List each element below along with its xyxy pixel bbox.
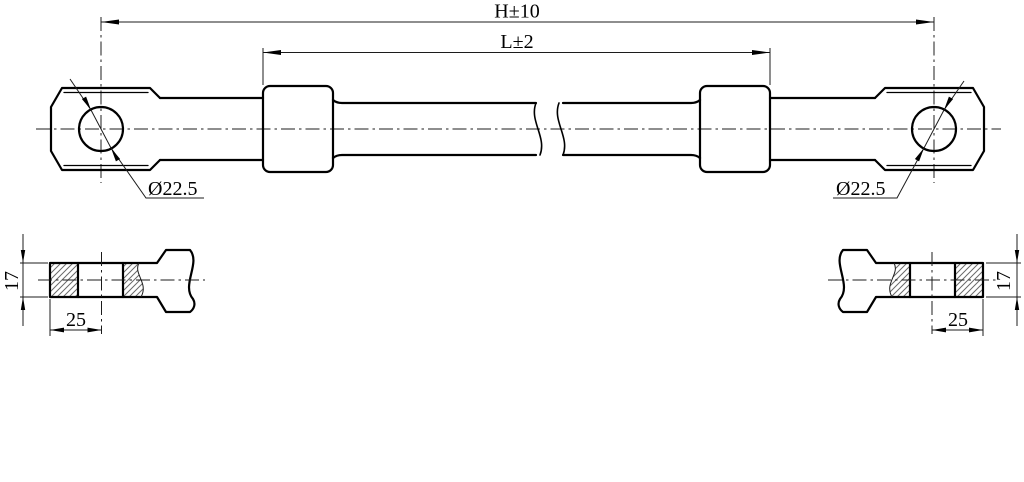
rod-break (533, 102, 566, 156)
left-rod (158, 96, 265, 162)
arrowhead-right (87, 327, 102, 333)
section-outline (48, 248, 196, 314)
arrowhead-bottom (20, 297, 26, 310)
section-outline (837, 248, 985, 314)
dim-label-thickness-right: 17 (993, 271, 1015, 291)
arrowhead-right (752, 50, 770, 55)
arrowhead-upper (81, 96, 91, 110)
dimension-thickness-left: 17 (1, 234, 48, 326)
arrowhead-left (50, 327, 64, 333)
left-eye-outline (49, 86, 162, 172)
arrowhead-lower (111, 148, 121, 162)
dim-label-thickness-left: 17 (1, 271, 23, 291)
diameter-line (923, 109, 945, 149)
arrowhead-top (20, 250, 26, 263)
break-line-right (556, 102, 566, 156)
left-eye (49, 86, 162, 172)
arrowhead-lower (914, 148, 924, 162)
hatch-break-line (137, 262, 144, 298)
arrowhead-top (1014, 250, 1020, 263)
dimension-overall-length: H±10 (101, 1, 934, 25)
right-eye-outline (873, 86, 986, 172)
leader-tail-lower (110, 147, 204, 199)
hatch-area-inner (123, 263, 144, 297)
left-eye-hole (77, 105, 125, 153)
dim-label-offset-right: 25 (948, 309, 968, 331)
arrowhead-bottom (1014, 297, 1020, 310)
arrowhead-right (969, 327, 983, 333)
dimension-thickness-right: 17 (986, 234, 1021, 326)
section-view-left: 17 25 (1, 234, 205, 336)
arrowhead-right (916, 19, 934, 25)
left-collar (261, 84, 335, 174)
callout-diameter-left: Ø22.5 (69, 78, 204, 200)
dim-label-hole-diameter-left: Ø22.5 (148, 178, 197, 200)
arrowhead-upper (944, 96, 954, 110)
right-eye (873, 86, 986, 172)
arrowhead-left (101, 19, 119, 25)
main-view (36, 17, 1001, 183)
diameter-line (90, 109, 112, 149)
hatch-area-inner (889, 263, 910, 297)
dim-label-offset-left: 25 (66, 309, 86, 331)
dim-label-inner-length: L±2 (500, 31, 533, 53)
break-line-left (533, 102, 543, 156)
dimension-inner-length: L±2 (262, 31, 771, 85)
right-collar (698, 84, 772, 174)
callout-diameter-right: Ø22.5 (833, 80, 965, 200)
hatch-break-line (889, 262, 896, 298)
dim-label-hole-diameter-right: Ø22.5 (836, 178, 885, 200)
dimension-offset-left: 25 (49, 299, 102, 336)
right-rod (768, 96, 877, 162)
right-eye-hole (910, 105, 958, 153)
dimension-offset-right: 25 (932, 299, 984, 336)
section-view-right: 17 25 (828, 234, 1021, 336)
dim-label-overall-length: H±10 (494, 1, 539, 23)
arrowhead-left (932, 327, 946, 333)
arrowhead-left (263, 50, 281, 55)
leader-tail-lower (833, 147, 925, 199)
